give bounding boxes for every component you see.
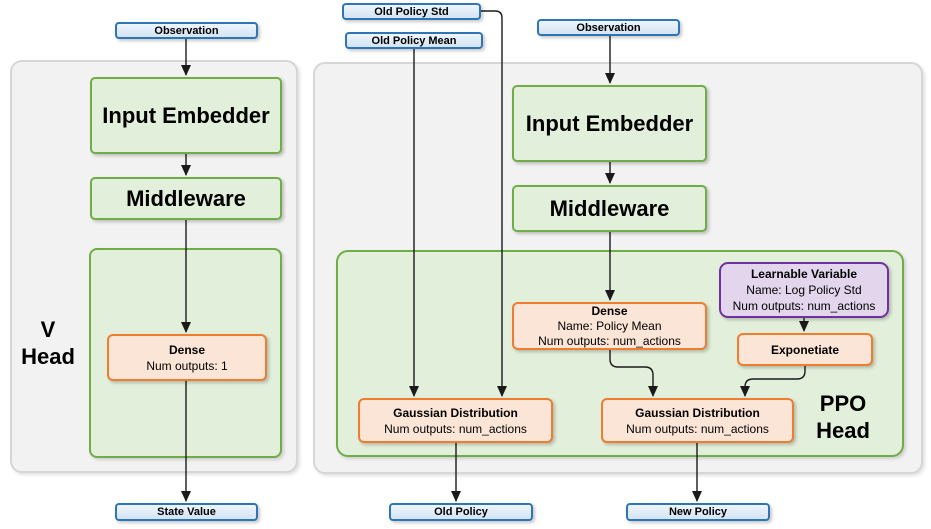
middleware-v: Middleware [90,177,282,220]
middleware-ppo: Middleware [512,185,707,232]
input-embedder-v: Input Embedder [90,77,282,154]
old-policy-mean-input: Old Policy Mean [345,32,483,49]
gaussian-distribution-new-node: Gaussian Distribution Num outputs: num_a… [601,398,794,443]
observation-input-v: Observation [115,22,258,39]
gaussian-old-outputs: Num outputs: num_actions [384,421,527,436]
old-policy-output: Old Policy [389,503,533,521]
state-value-output: State Value [115,503,258,521]
dense-v-outputs: Num outputs: 1 [146,358,228,373]
v-head-label-line2: Head [21,344,75,369]
gaussian-new-title: Gaussian Distribution [635,405,760,420]
dense-policy-mean-name: Name: Policy Mean [557,318,662,333]
learnable-variable-name: Name: Log Policy Std [746,283,862,297]
learnable-variable-node: Learnable Variable Name: Log Policy Std … [719,262,889,318]
dense-v-title: Dense [168,342,206,357]
v-head-label: V Head [8,316,88,370]
dense-policy-mean-outputs: Num outputs: num_actions [538,333,681,348]
ppo-head-label: PPO Head [803,390,883,444]
ppo-head-label-line1: PPO [819,391,867,416]
gaussian-new-outputs: Num outputs: num_actions [626,421,769,436]
gaussian-distribution-old-node: Gaussian Distribution Num outputs: num_a… [358,398,553,443]
v-head-label-line1: V [40,317,56,342]
new-policy-output: New Policy [626,503,770,521]
gaussian-old-title: Gaussian Distribution [393,405,518,420]
ppo-head-label-line2: Head [816,418,870,443]
dense-v-node: Dense Num outputs: 1 [107,334,267,381]
dense-policy-mean-node: Dense Name: Policy Mean Num outputs: num… [512,302,707,350]
input-embedder-ppo: Input Embedder [512,85,707,162]
observation-input-ppo: Observation [537,19,680,36]
exponetiate-node: Exponetiate [737,333,873,366]
learnable-variable-title: Learnable Variable [750,267,858,281]
old-policy-std-input: Old Policy Std [342,3,481,20]
learnable-variable-outputs: Num outputs: num_actions [732,299,876,313]
dense-policy-mean-title: Dense [591,303,628,318]
